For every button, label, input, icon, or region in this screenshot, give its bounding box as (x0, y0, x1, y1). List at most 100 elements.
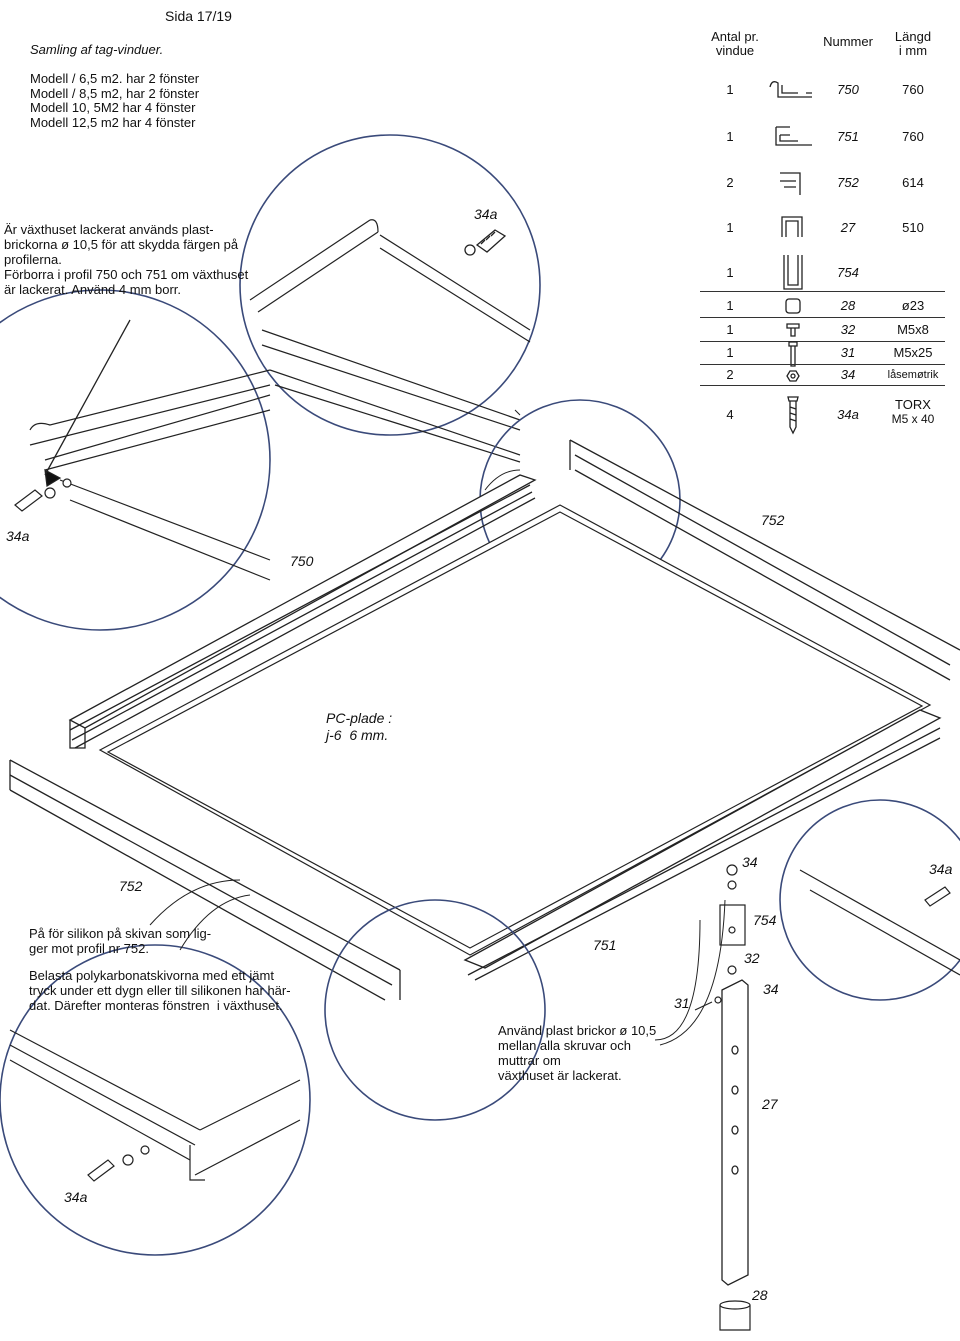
callout-profile-752-bottom: 752 (119, 878, 143, 894)
part-length: M5x25 (893, 345, 933, 360)
length-header: Längd i mm (878, 30, 948, 58)
detail-circle-lower-middle (324, 899, 546, 1121)
callout-bracket-27: 27 (762, 1096, 778, 1112)
table-divider (700, 364, 945, 365)
part-number: 754 (837, 265, 859, 280)
part-length: 510 (902, 220, 924, 235)
callout-bracket-754: 754 (753, 912, 777, 928)
part-number: 34 (840, 367, 856, 382)
callout-screw-34a-top: 34a (474, 206, 498, 222)
arrow-icon (44, 468, 62, 487)
part-length: låsemøtrik (887, 369, 939, 381)
frame-profile-750 (68, 474, 537, 749)
note-line: dat. Därefter monteras fönstren i växthu… (29, 998, 283, 1013)
part-qty: 1 (726, 82, 734, 97)
nut-34-icon (786, 370, 800, 382)
callout-profile-752-top: 752 (761, 512, 785, 528)
part-qty: 1 (726, 129, 734, 144)
table-divider (700, 385, 945, 386)
post-27 (721, 979, 749, 1286)
bolt-32-icon (786, 323, 800, 337)
profile-detail-left (29, 369, 271, 581)
note-line: ger mot profil nr 752. (29, 941, 149, 956)
bolt-icon-31 (694, 996, 722, 1011)
part-number: 28 (840, 298, 856, 313)
note-line: brickorna ø 10,5 för att skydda färgen p… (4, 237, 239, 252)
note-line: Förborra i profil 750 och 751 om växthus… (4, 267, 249, 282)
callout-bolt-32: 32 (744, 950, 760, 966)
qty-header-line: Antal pr. (711, 29, 759, 44)
qty-header-line: vindue (715, 43, 755, 58)
detail-circle-lower-left (0, 944, 311, 1256)
callout-nut-34-side: 34 (763, 981, 779, 997)
part-length: TORX M5 x 40 (878, 397, 948, 427)
table-divider (700, 317, 945, 318)
callout-bolt-31: 31 (674, 995, 690, 1011)
part-qty: 1 (726, 298, 734, 313)
profile-751-icon (775, 126, 812, 146)
part-qty: 1 (726, 322, 734, 337)
note-line: Är växthuset lackerat används plast- (4, 222, 214, 237)
profile-754-icon (783, 255, 803, 290)
profile-752-icon (780, 172, 801, 195)
note-line: är lackerat. Använd 4 mm borr. (4, 282, 182, 297)
pc-plate (98, 504, 932, 956)
part-qty: 1 (726, 265, 734, 280)
part-qty: 2 (726, 175, 734, 190)
profile-detail-lower-left (9, 1029, 301, 1181)
screw-34a-icon (787, 396, 799, 435)
part-number: 751 (837, 129, 859, 144)
part-length: M5x8 (897, 322, 929, 337)
detail-circle-left (0, 289, 271, 631)
detail-circle-lower-right (779, 799, 960, 1001)
part-length: 614 (902, 175, 924, 190)
number-header: Nummer (823, 34, 873, 49)
part-number: 752 (837, 175, 859, 190)
frame-profile-751 (463, 709, 942, 981)
screw-icon-lower-left (87, 1145, 150, 1182)
model-line: Modell / 8,5 m2, har 2 fönster (30, 86, 200, 101)
part-qty: 4 (726, 407, 734, 422)
screw-icon-top (464, 229, 507, 256)
callout-profile-751: 751 (593, 937, 617, 953)
part-number: 32 (840, 322, 856, 337)
callout-screw-34a-left: 34a (6, 528, 30, 544)
note-line: Använd plast brickor ø 10,5 (498, 1023, 657, 1038)
part-qty: 2 (726, 367, 734, 382)
plug-28 (719, 1300, 751, 1331)
callout-plug-28: 28 (752, 1287, 768, 1303)
part-number: 34a (837, 407, 859, 422)
model-line: Modell 10, 5M2 har 4 fönster (30, 100, 196, 115)
part-length: 760 (902, 82, 924, 97)
table-divider (700, 341, 945, 342)
length-header-line: Längd (894, 29, 932, 44)
profile-750-icon (769, 81, 812, 98)
part-length-line: TORX (895, 397, 931, 412)
note-line: tryck under ett dygn eller till silikone… (29, 983, 291, 998)
page-title: Samling af tag-vinduer. (30, 42, 164, 57)
part-length: ø23 (901, 298, 925, 313)
part-qty: 1 (726, 345, 734, 360)
part-length-line: M5 x 40 (891, 412, 935, 426)
parts-table: Antal pr. vindue Nummer Längd i mm 1 750… (700, 15, 945, 440)
length-header-line: i mm (898, 43, 928, 58)
bolt-31-icon (788, 341, 798, 367)
note-line: mellan alla skruvar och (498, 1038, 631, 1053)
note-line: profilerna. (4, 252, 62, 267)
part-length: 760 (902, 129, 924, 144)
part-number: 750 (837, 82, 859, 97)
note-line: På för silikon på skivan som lig- (29, 926, 212, 941)
plug-28-icon (785, 298, 801, 314)
callout-profile-750: 750 (290, 553, 314, 569)
page-number: Sida 17/19 (165, 8, 232, 24)
part-number: 31 (840, 345, 856, 360)
note-line: muttrar om (498, 1053, 561, 1068)
table-divider (700, 291, 945, 292)
callout-screw-34a-bottom: 34a (64, 1189, 88, 1205)
frame-profile-752 (569, 439, 960, 681)
callout-screw-34a-right: 34a (929, 861, 953, 877)
screw-icon-right (924, 886, 951, 907)
callout-nut-34: 34 (742, 854, 758, 870)
qty-header: Antal pr. vindue (700, 30, 770, 58)
